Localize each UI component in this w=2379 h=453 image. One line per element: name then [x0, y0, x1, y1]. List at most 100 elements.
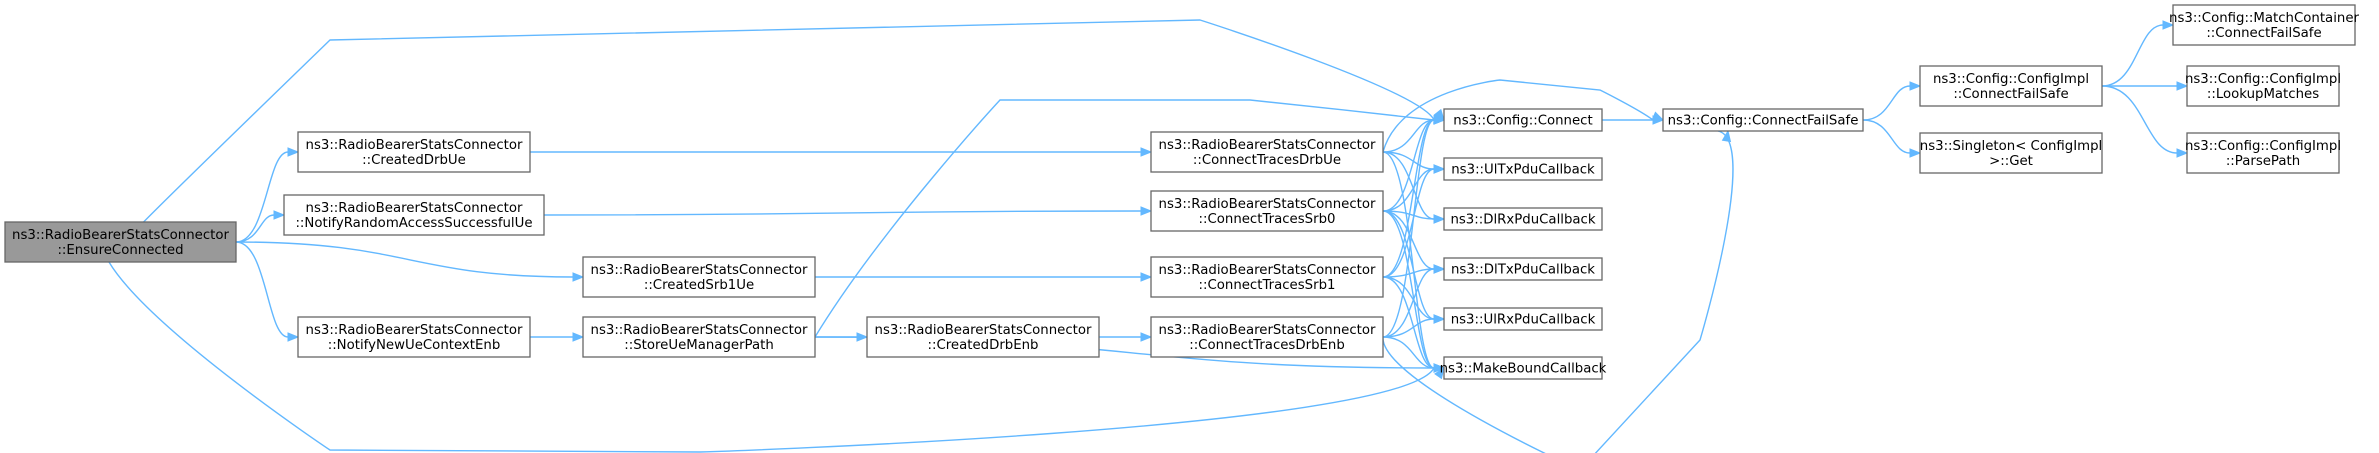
node-label: ns3::DlRxPduCallback: [1450, 213, 1595, 228]
node-box: [283, 194, 545, 236]
node-label: ns3::RadioBearerStatsConnector: [875, 323, 1092, 338]
arrowhead-ensure-to-makeBound: [1434, 366, 1445, 380]
node-configConnect[interactable]: ns3::Config::Connect: [1443, 108, 1603, 132]
arrowhead-ctDrbEnb-to-dlTx: [1433, 264, 1446, 274]
edge-ensure-to-configConnect: [143, 19, 1435, 223]
edge-ctDrbEnb-to-makeBound: [1382, 336, 1435, 369]
arrowhead-notifyRA-to-ctSrb0: [1140, 206, 1153, 216]
node-ctDrbEnb[interactable]: ns3::RadioBearerStatsConnector::ConnectT…: [1150, 316, 1384, 358]
node-label: ns3::RadioBearerStatsConnector: [306, 323, 523, 338]
node-label: ns3::RadioBearerStatsConnector: [1159, 263, 1376, 278]
arrowhead-ctDrbEnb-to-connectFailSafe: [1721, 129, 1732, 143]
node-dlRx[interactable]: ns3::DlRxPduCallback: [1443, 207, 1603, 231]
arrowhead-ensure-to-notifyNewUe: [287, 332, 300, 342]
edge-ctSrb1-to-ulRx: [1382, 276, 1435, 320]
node-label: ns3::RadioBearerStatsConnector: [1159, 197, 1376, 212]
node-connectFailSafe[interactable]: ns3::Config::ConnectFailSafe: [1662, 108, 1864, 132]
node-lookup[interactable]: ns3::Config::ConfigImpl::LookupMatches: [2185, 65, 2341, 107]
edge-ensure-to-createdDrbUe: [235, 151, 289, 243]
edge-ctSrb0-to-makeBound: [1382, 210, 1435, 369]
edge-ctDrbEnb-to-connectFailSafe: [1382, 130, 1734, 453]
node-dlTx[interactable]: ns3::DlTxPduCallback: [1443, 257, 1603, 281]
node-notifyNewUe[interactable]: ns3::RadioBearerStatsConnector::NotifyNe…: [297, 316, 531, 358]
node-box: [2172, 4, 2356, 46]
node-ctDrbUe[interactable]: ns3::RadioBearerStatsConnector::ConnectT…: [1150, 131, 1384, 173]
node-box: [2186, 132, 2340, 174]
node-box: [1919, 65, 2103, 107]
node-label: ::CreatedSrb1Ue: [644, 278, 754, 293]
edge-ctSrb0-to-dlTx: [1382, 210, 1435, 270]
node-label: ns3::UlRxPduCallback: [1451, 313, 1596, 328]
node-parsePath[interactable]: ns3::Config::ConfigImpl::ParsePath: [2185, 132, 2341, 174]
node-label: ::EnsureConnected: [57, 243, 183, 258]
edge-connectFailSafe-to-implCFS: [1862, 85, 1911, 121]
node-matchCFS[interactable]: ns3::Config::MatchContainer::ConnectFail…: [2169, 4, 2360, 46]
node-label: ns3::Config::ConfigImpl: [2185, 72, 2341, 87]
arrowhead-ensure-to-createdSrb1Ue: [572, 272, 585, 282]
edge-ctSrb0-to-ulTx: [1382, 168, 1435, 212]
edge-ctSrb1-to-dlTx: [1382, 268, 1435, 278]
node-notifyRA[interactable]: ns3::RadioBearerStatsConnector::NotifyRa…: [283, 194, 545, 236]
node-box: [1443, 157, 1603, 181]
edge-ctSrb0-to-configConnect: [1382, 119, 1435, 212]
arrowhead-connectFailSafe-to-singleton: [1909, 148, 1922, 158]
node-label: ns3::RadioBearerStatsConnector: [306, 201, 523, 216]
node-label: ::ParsePath: [2226, 154, 2300, 169]
node-ctSrb0[interactable]: ns3::RadioBearerStatsConnector::ConnectT…: [1150, 190, 1384, 232]
node-box: [1919, 132, 2103, 174]
node-ensure[interactable]: ns3::RadioBearerStatsConnector::EnsureCo…: [4, 221, 237, 263]
node-label: ns3::Config::ConfigImpl: [1933, 72, 2089, 87]
node-singleton[interactable]: ns3::Singleton< ConfigImpl >::Get: [1919, 132, 2103, 174]
edge-connectFailSafe-to-singleton: [1862, 119, 1911, 154]
node-label: ::ConnectTracesDrbEnb: [1189, 338, 1345, 353]
node-createdDrbUe[interactable]: ns3::RadioBearerStatsConnector::CreatedD…: [297, 131, 531, 173]
arrowhead-implCFS-to-matchCFS: [2162, 20, 2175, 30]
edge-ctDrbUe-to-connectFailSafe: [1382, 79, 1654, 153]
node-layer: ns3::RadioBearerStatsConnector::EnsureCo…: [4, 4, 2360, 380]
node-label: ::ConnectTracesSrb1: [1199, 278, 1336, 293]
node-label: ns3::Config::MatchContainer: [2169, 11, 2359, 26]
node-label: ::ConnectTracesDrbUe: [1193, 153, 1341, 168]
node-box: [4, 221, 237, 263]
node-label: ns3::DlTxPduCallback: [1451, 263, 1595, 278]
edge-ctDrbUe-to-ulTx: [1382, 151, 1435, 170]
node-box: [1662, 108, 1864, 132]
node-box: [582, 256, 816, 298]
arrowhead-notifyNewUe-to-storeUe: [572, 332, 585, 342]
arrowhead-ctDrbEnb-to-configConnect: [1433, 115, 1446, 125]
arrowhead-configConnect-to-connectFailSafe: [1652, 115, 1665, 125]
node-ctSrb1[interactable]: ns3::RadioBearerStatsConnector::ConnectT…: [1150, 256, 1384, 298]
node-createdSrb1Ue[interactable]: ns3::RadioBearerStatsConnector::CreatedS…: [582, 256, 816, 298]
edge-ensure-to-makeBound: [108, 261, 1435, 453]
node-ulRx[interactable]: ns3::UlRxPduCallback: [1443, 307, 1603, 331]
edge-ctDrbEnb-to-configConnect: [1382, 119, 1435, 338]
node-label: ::StoreUeManagerPath: [624, 338, 774, 353]
node-box: [1150, 190, 1384, 232]
node-box: [2186, 65, 2340, 107]
node-label: >::Get: [1989, 154, 2033, 169]
node-label: ns3::MakeBoundCallback: [1440, 362, 1607, 377]
edge-ensure-to-notifyNewUe: [235, 241, 289, 338]
arrowhead-ensure-to-createdDrbUe: [287, 147, 300, 157]
node-label: ns3::RadioBearerStatsConnector: [1159, 323, 1376, 338]
node-createdDrbEnb[interactable]: ns3::RadioBearerStatsConnector::CreatedD…: [866, 316, 1100, 358]
node-box: [1443, 207, 1603, 231]
node-label: ns3::Config::Connect: [1453, 114, 1592, 129]
node-box: [297, 316, 531, 358]
arrowhead-ctDrbEnb-to-makeBound: [1433, 363, 1446, 373]
edge-ctDrbUe-to-configConnect: [1382, 119, 1435, 153]
edge-ctDrbEnb-to-ulRx: [1382, 318, 1435, 338]
node-storeUe[interactable]: ns3::RadioBearerStatsConnector::StoreUeM…: [582, 316, 816, 358]
edge-layer: [108, 19, 2189, 453]
node-ulTx[interactable]: ns3::UlTxPduCallback: [1443, 157, 1603, 181]
arrowhead-ctSrb1-to-ulTx: [1433, 164, 1446, 174]
arrowhead-ctSrb0-to-dlRx: [1433, 214, 1446, 224]
node-box: [1443, 108, 1603, 132]
edge-implCFS-to-parsePath: [2101, 85, 2178, 154]
node-implCFS[interactable]: ns3::Config::ConfigImpl::ConnectFailSafe: [1919, 65, 2103, 107]
node-makeBound[interactable]: ns3::MakeBoundCallback: [1440, 356, 1607, 380]
node-label: ::ConnectTracesSrb0: [1199, 212, 1336, 227]
edge-ctSrb1-to-configConnect: [1382, 119, 1435, 278]
edge-ctDrbUe-to-makeBound: [1382, 151, 1435, 369]
